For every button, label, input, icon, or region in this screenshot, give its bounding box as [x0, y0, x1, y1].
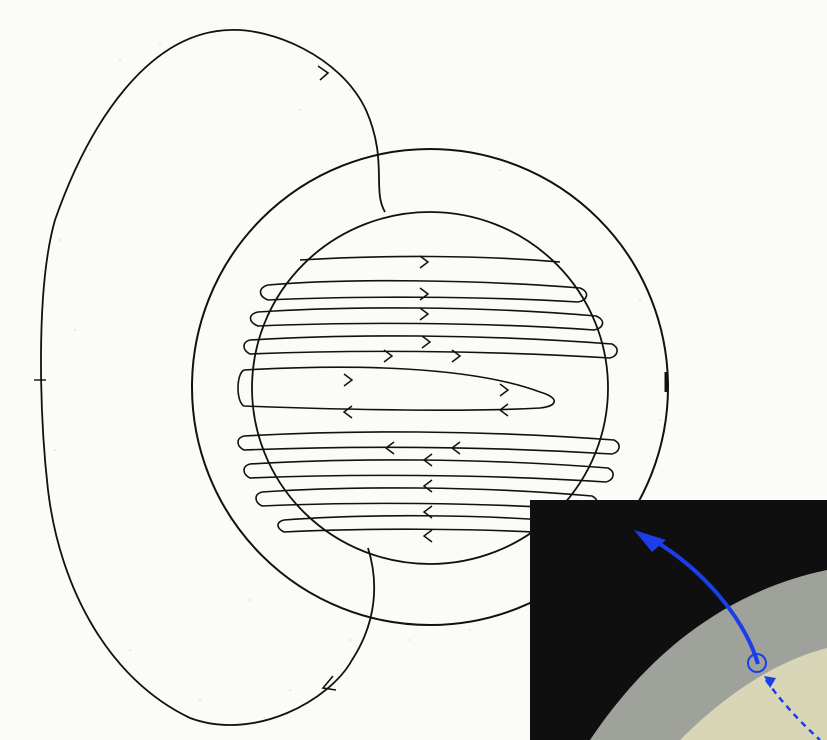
right-arrow: [420, 288, 428, 300]
right-arrow: [420, 256, 428, 268]
internal-field-line: [251, 308, 603, 330]
external-field-loop: [41, 30, 385, 725]
right-arrow: [422, 336, 430, 348]
right-arrow: [420, 308, 428, 320]
internal-field-line: [300, 256, 560, 262]
loop-arrow-top: [318, 66, 328, 80]
internal-field-lines: [238, 256, 619, 534]
left-arrow: [344, 406, 352, 418]
right-arrow: [500, 384, 508, 396]
inset-panel: [530, 500, 827, 740]
left-arrow: [424, 530, 432, 542]
internal-field-line: [238, 432, 619, 454]
inset-illustration: [530, 500, 827, 740]
right-arrow: [344, 374, 352, 386]
left-arrow: [424, 480, 432, 492]
internal-field-line: [244, 336, 617, 358]
